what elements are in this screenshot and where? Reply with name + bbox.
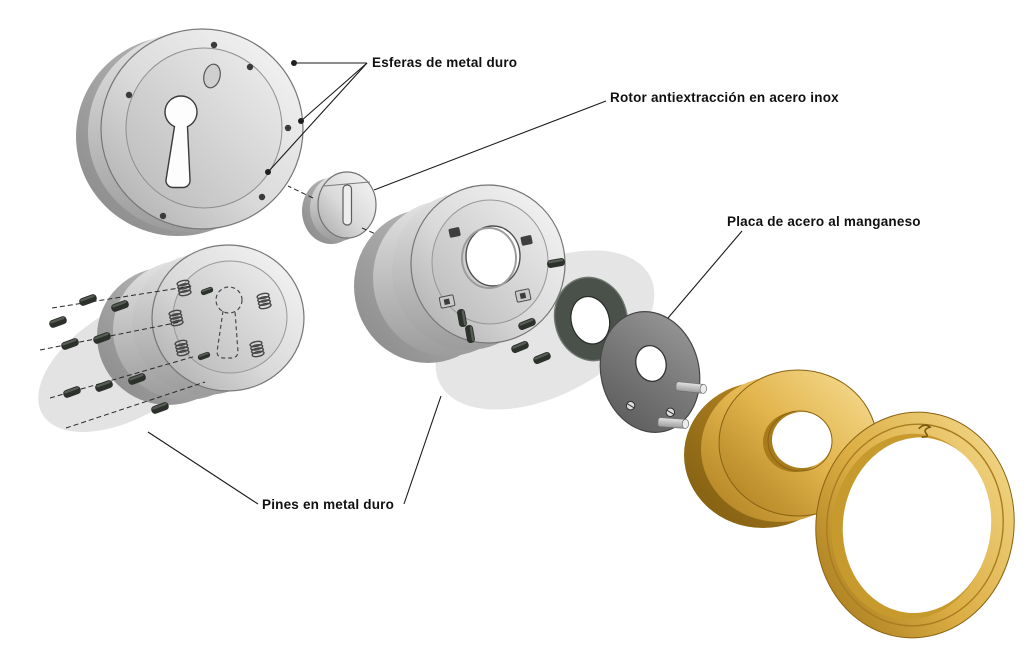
plate-center-hole [635,345,667,383]
keyhole-dashed-outline [215,286,243,359]
label-placa: Placa de acero al manganeso [727,214,921,229]
rotor [302,171,377,244]
trim-ring-mark [918,424,932,438]
esferas-leader-lines [265,60,368,175]
label-pines: Pines en metal duro [262,497,395,512]
sphere-dots [125,41,292,220]
front-escutcheon [76,28,304,236]
rotor-slot [342,184,353,226]
manganese-plate [599,311,708,433]
plate-screw-holes [625,401,676,417]
housing-cutouts [438,227,533,309]
pin-cylinder [97,244,305,405]
label-rotor: Rotor antiextracción en acero inox [610,90,839,105]
keyhole-cutout [164,95,198,189]
label-esferas: Esferas de metal duro [372,55,518,70]
placa-leader-line [667,230,743,319]
rotor-leader-line [373,100,607,191]
housing-bore [465,225,521,287]
pines-leader-lines [147,395,442,505]
brass-trim-ring [815,411,1015,639]
escutcheon-oval-hole [203,63,221,89]
